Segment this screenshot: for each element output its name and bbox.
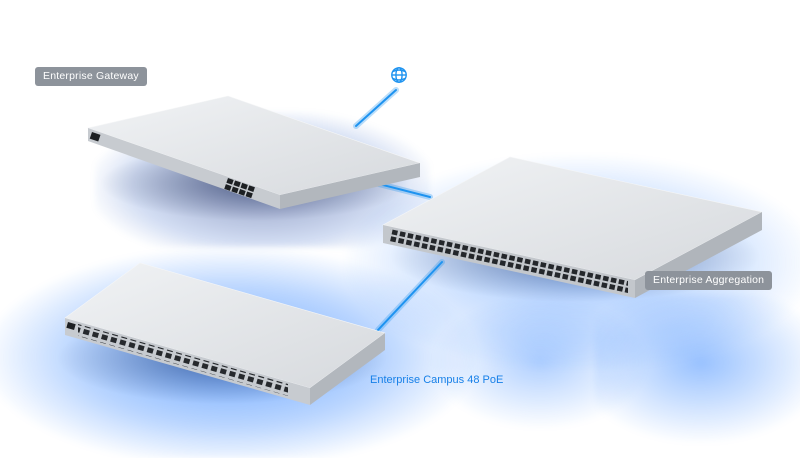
campus-power-inlet [66,322,76,330]
campus-rj45-ports [78,324,288,396]
gateway-front-face [88,128,280,209]
gateway-port-cluster [224,178,255,199]
enterprise-campus-label: Enterprise Campus 48 PoE [370,374,504,386]
enterprise-aggregation-label: Enterprise Aggregation [645,271,773,290]
internet-to-gateway-link [355,89,397,127]
globe-icon [391,67,407,83]
enterprise-campus-device [64,262,386,405]
campus-side-face [310,333,385,405]
enterprise-gateway-label: Enterprise Gateway [35,67,147,86]
enterprise-gateway-device [86,95,422,209]
gateway-power-inlet [89,132,101,142]
gateway-side-face [280,163,420,209]
aggregation-sfp-ports [390,229,628,294]
aggregation-to-campus-link [377,261,443,331]
